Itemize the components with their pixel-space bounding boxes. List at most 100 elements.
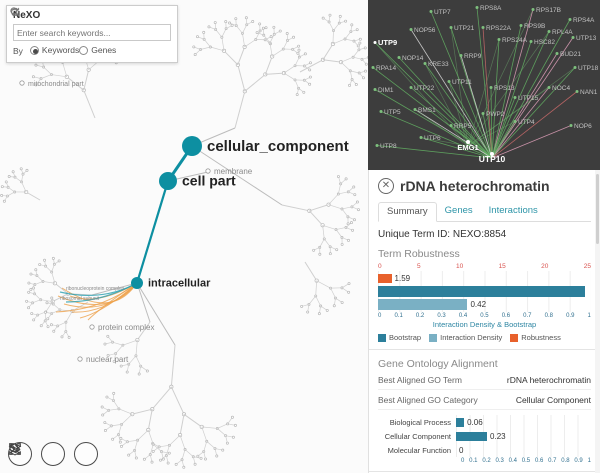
legend-label: Robustness	[521, 333, 561, 342]
gene-node-RRP5[interactable]: RRP5	[454, 123, 472, 130]
gene-node-NOP6[interactable]: NOP6	[574, 123, 592, 130]
radio-label: Genes	[91, 45, 117, 55]
bar-row-robustness: 1.59	[378, 272, 591, 285]
gene-node-UTP11[interactable]: UTP11	[452, 79, 472, 86]
gene-node-UTP6[interactable]: UTP6	[424, 135, 441, 142]
gene-node-UTP18[interactable]: UTP18	[578, 65, 599, 72]
term-node-small[interactable]	[19, 80, 25, 86]
gene-node-RPS4A[interactable]: RPS4A	[573, 17, 595, 24]
divider	[369, 471, 600, 472]
gene-node-RPS13[interactable]: RPS13	[494, 85, 515, 92]
zoom-out-button[interactable]	[9, 442, 65, 466]
bar-row-bootstrap	[378, 285, 591, 298]
interaction-network-panel[interactable]: UTP9 UTP7 RPS8A RPS17B RPS4A NOP56 UTP21 RPS22A…	[368, 0, 600, 170]
gene-node-UTP7[interactable]: UTP7	[434, 9, 451, 16]
gene-node-PWP2[interactable]: PWP2	[486, 111, 505, 118]
expand-all-button[interactable]	[10, 442, 131, 466]
fit-to-screen-icon	[9, 443, 21, 455]
axis-tick: 0.5	[521, 458, 531, 464]
bar-interaction-density	[378, 299, 468, 310]
gene-node-RRP9[interactable]: RRP9	[464, 53, 482, 60]
tab-interactions[interactable]: Interactions	[488, 205, 538, 216]
layers-button[interactable]	[8, 442, 164, 466]
term-node-cellular-component[interactable]	[182, 136, 202, 156]
robustness-axis-label: Interaction Density & Bootstrap	[432, 320, 537, 329]
gene-node-RPS24A[interactable]: RPS24A	[502, 37, 528, 44]
axis-tick: 1	[587, 458, 591, 464]
gene-node-RPL4A[interactable]: RPL4A	[552, 29, 573, 36]
axis-tick: 0.7	[523, 313, 532, 319]
legend-label: Interaction Density	[440, 333, 503, 342]
interaction-network-svg[interactable]: UTP9 UTP7 RPS8A RPS17B RPS4A NOP56 UTP21 RPS22A…	[368, 0, 600, 170]
gene-node-RPS8A[interactable]: RPS8A	[480, 5, 502, 12]
tab-summary[interactable]: Summary	[378, 202, 437, 222]
reset-icon[interactable]	[9, 6, 21, 18]
robustness-legend: Bootstrap Interaction Density Robustness	[378, 333, 591, 342]
axis-tick: 0.8	[561, 458, 570, 464]
go-score-category: Biological Process	[389, 417, 451, 427]
gene-node-UTP10[interactable]: UTP10	[479, 154, 506, 164]
axis-tick: 0.1	[394, 313, 403, 319]
term-node-label: cell part	[182, 173, 236, 189]
go-score-value: 0.06	[467, 417, 483, 427]
gene-node-RPS22A[interactable]: RPS22A	[486, 25, 512, 32]
gene-node-UTP15[interactable]: UTP15	[518, 95, 539, 102]
bar-robustness	[378, 274, 392, 283]
gene-node-EMG1[interactable]: EMG1	[457, 143, 478, 152]
gene-node-UTP22[interactable]: UTP22	[414, 85, 435, 92]
gene-node-RPA14[interactable]: RPA14	[376, 65, 396, 72]
gene-node-UTP4[interactable]: UTP4	[518, 119, 535, 126]
gene-node-BMS1[interactable]: BMS1	[418, 107, 436, 114]
gene-node-DIM1[interactable]: DIM1	[378, 87, 394, 94]
term-node-small[interactable]	[77, 356, 83, 362]
gene-node-NOC4[interactable]: NOC4	[552, 85, 570, 92]
gene-node-RPS9B[interactable]: RPS9B	[524, 23, 545, 30]
gene-node-UTP8[interactable]: UTP8	[380, 143, 397, 150]
legend-bootstrap: Bootstrap	[378, 333, 421, 342]
gene-node-BUD21[interactable]: BUD21	[560, 51, 581, 58]
gene-node-UTP13[interactable]: UTP13	[576, 35, 597, 42]
bar-value: 1.59	[394, 274, 411, 283]
gene-node-KRE33[interactable]: KRE33	[428, 61, 449, 68]
term-node-small[interactable]	[205, 168, 211, 174]
app-title: NeXO	[13, 10, 41, 21]
fit-to-screen-button[interactable]	[9, 442, 98, 466]
axis-tick: 0	[378, 263, 382, 270]
scrollbar-thumb[interactable]	[596, 174, 599, 244]
gene-node-UTP21[interactable]: UTP21	[454, 25, 475, 32]
term-node-intracellular[interactable]	[131, 277, 143, 289]
alignment-row-value: rDNA heterochromatin	[506, 375, 591, 385]
tab-genes[interactable]: Genes	[444, 205, 473, 216]
alignment-row: Best Aligned GO Term rDNA heterochromatin	[378, 370, 591, 390]
gene-node-RPS17B[interactable]: RPS17B	[536, 7, 561, 14]
unique-term-value: NEXO:8854	[452, 229, 507, 240]
term-node-small[interactable]	[89, 324, 95, 330]
axis-tick: 0.5	[480, 313, 489, 319]
scrollbar[interactable]	[595, 170, 600, 473]
gene-node-UTP5[interactable]: UTP5	[384, 109, 401, 116]
search-mode-keywords[interactable]: Keywords	[29, 45, 79, 55]
legend-swatch	[510, 333, 519, 342]
search-input[interactable]	[17, 27, 167, 38]
gene-node-NAN1[interactable]: NAN1	[580, 89, 598, 96]
gene-node-UTP9[interactable]: UTP9	[378, 38, 397, 47]
alignment-row-label: Best Aligned GO Term	[378, 375, 462, 385]
term-node-cell-part[interactable]	[159, 172, 177, 190]
gene-node-NOP56[interactable]: NOP56	[414, 27, 436, 34]
axis-tick: 0.3	[495, 458, 504, 464]
axis-tick: 0.7	[548, 458, 557, 464]
legend-robustness: Robustness	[510, 333, 561, 342]
gene-node-NOP14[interactable]: NOP14	[402, 55, 424, 62]
close-icon[interactable]: ✕	[378, 178, 394, 194]
go-alignment-table: Best Aligned GO Term rDNA heterochromatin…	[378, 370, 591, 410]
gene-node-HSC82[interactable]: HSC82	[534, 39, 555, 46]
search-mode-genes[interactable]: Genes	[79, 45, 116, 55]
canvas-toolbar	[8, 442, 164, 466]
